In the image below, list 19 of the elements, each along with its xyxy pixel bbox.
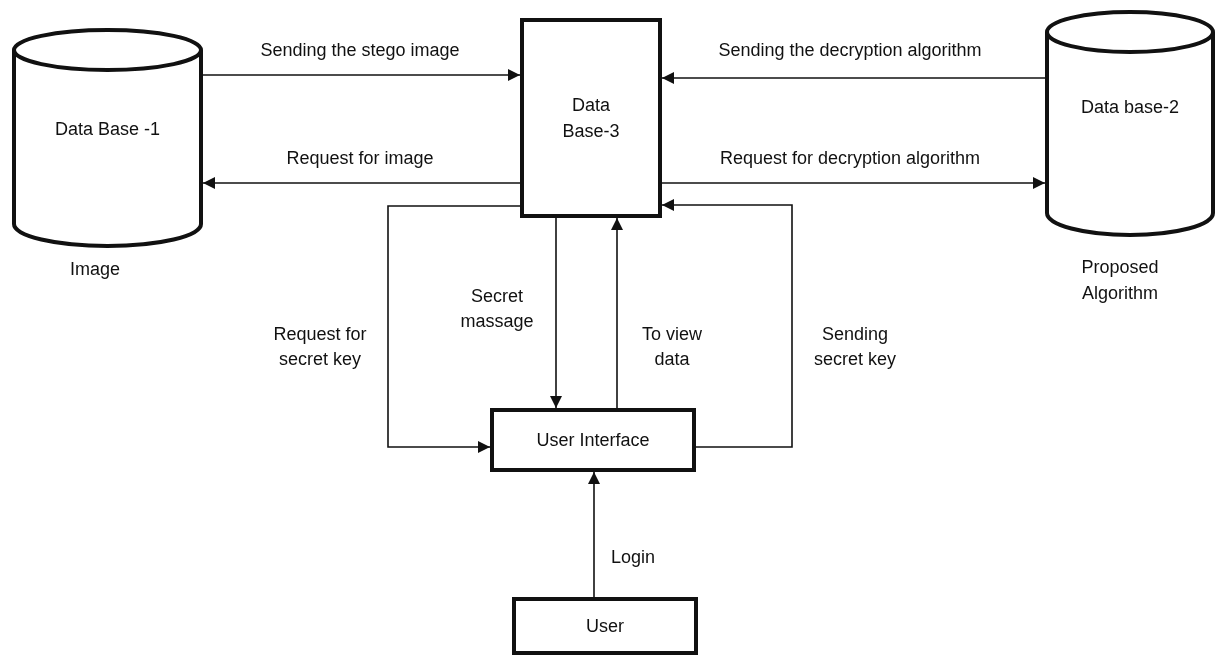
- node-label: User Interface: [536, 428, 650, 452]
- arrow: [661, 177, 1046, 189]
- process-box: [512, 597, 698, 655]
- node-caption: Image: [69, 258, 121, 281]
- arrow: [550, 217, 562, 409]
- arrow: [611, 217, 623, 409]
- process-box: [520, 18, 662, 218]
- node-label: Data Base-3: [561, 94, 621, 144]
- node-label: Data Base -1: [54, 118, 161, 141]
- node-label: Data base-2: [1080, 96, 1180, 119]
- arrow: [661, 199, 793, 448]
- arrow: [661, 72, 1046, 84]
- arrow: [588, 471, 600, 598]
- process-box: [490, 408, 696, 472]
- arrow: [202, 69, 521, 81]
- arrow: [202, 177, 521, 189]
- arrow: [387, 205, 521, 453]
- node-label: User: [586, 614, 624, 638]
- node-caption: Proposed Algorithm: [1080, 256, 1160, 306]
